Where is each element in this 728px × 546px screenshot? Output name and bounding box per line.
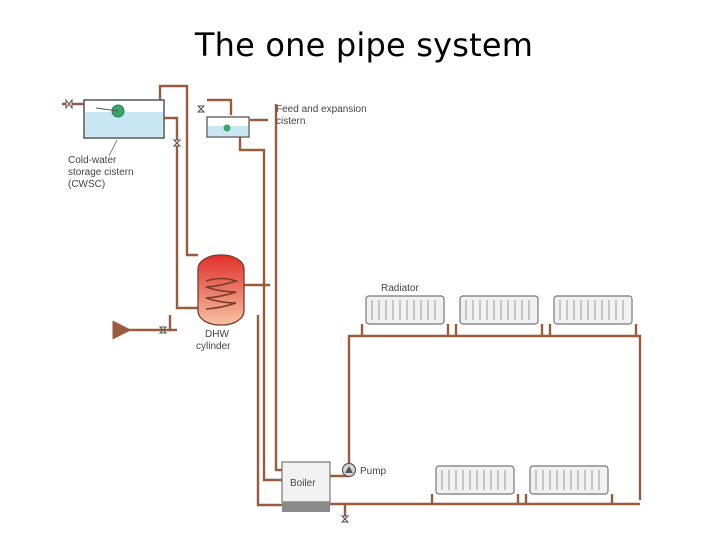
cwsc-label-line2: storage cistern (68, 167, 134, 178)
radiators (360, 295, 638, 504)
feed-cistern-down (238, 135, 282, 482)
feed-expansion-pipe (207, 98, 233, 115)
draw-off-valve-icon (158, 326, 168, 334)
feed-cistern-valve-icon (196, 105, 206, 113)
feed-expansion-cistern (206, 116, 250, 138)
cwsc-water (85, 112, 163, 137)
boiler-return-pipe (256, 315, 282, 507)
pump (341, 462, 357, 478)
labels: Cold-water storage cistern (CWSC) Feed a… (68, 104, 419, 489)
open-vent-pipe (274, 104, 282, 472)
radiator-label: Radiator (381, 283, 419, 294)
radiator-top-1 (360, 295, 450, 336)
radiator-top-3 (548, 295, 638, 336)
radiator-bottom-2 (524, 465, 614, 504)
dhw-coil (205, 277, 239, 310)
pipework (62, 84, 642, 520)
pump-label: Pump (360, 466, 387, 477)
boiler-base (282, 502, 330, 512)
dhw-label-line2: cylinder (196, 341, 231, 352)
cwsc-label-line3: (CWSC) (68, 179, 105, 190)
cwsc-label-line1: Cold-water (68, 155, 117, 166)
cold-water-storage-cistern (83, 99, 165, 139)
dhw-cylinder (197, 254, 245, 326)
boiler-to-pump-pipe (330, 334, 642, 500)
feed-cistern-float-ball (223, 124, 231, 132)
cold-feed-valve-icon (172, 139, 182, 147)
cwsc-inlet-valve-icon (65, 98, 73, 110)
page-title: The one pipe system (194, 26, 534, 64)
valves (65, 98, 350, 523)
feed-cistern-label-line2: cistern (276, 116, 305, 127)
drain-valve-icon (340, 515, 350, 523)
boiler-label: Boiler (290, 478, 316, 489)
vent-pipe (158, 84, 198, 257)
boiler (281, 461, 331, 512)
feed-cistern-label-line1: Feed and expansion (276, 104, 367, 115)
dhw-label-line1: DHW (205, 329, 229, 340)
radiator-bottom-1 (430, 465, 520, 504)
radiator-top-2 (454, 295, 544, 336)
